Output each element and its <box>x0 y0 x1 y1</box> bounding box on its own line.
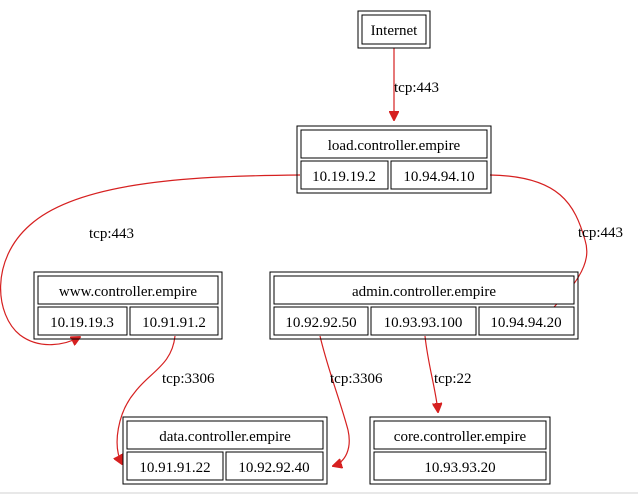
port-10-93-93-100[interactable]: 10.93.93.100 <box>370 306 477 336</box>
edge-www-to-data: tcp:3306 <box>117 335 215 464</box>
edge-line <box>117 335 176 464</box>
port-10-92-92-40[interactable]: 10.92.92.40 <box>225 451 324 481</box>
port-10-19-19-2[interactable]: 10.19.19.2 <box>300 160 389 190</box>
node-title: data.controller.empire <box>159 429 291 445</box>
port-label: 10.92.92.40 <box>238 460 309 476</box>
edge-load-to-www: tcp:443 <box>0 174 301 345</box>
node-load[interactable]: load.controller.empire 10.19.19.2 10.94.… <box>296 125 492 194</box>
edge-admin-to-data: tcp:3306 <box>319 335 383 466</box>
edge-line <box>0 174 301 345</box>
node-title: load.controller.empire <box>328 138 461 154</box>
edge-label: tcp:443 <box>89 226 134 242</box>
port-10-92-92-50[interactable]: 10.92.92.50 <box>273 306 369 336</box>
port-10-93-93-20[interactable]: 10.93.93.20 <box>373 451 547 481</box>
node-data[interactable]: data.controller.empire 10.91.91.22 10.92… <box>122 416 328 485</box>
port-label: 10.91.91.22 <box>139 460 210 476</box>
node-internet[interactable]: Internet <box>357 10 431 49</box>
port-label: 10.94.94.20 <box>490 315 561 331</box>
node-title: www.controller.empire <box>59 284 197 300</box>
node-admin[interactable]: admin.controller.empire 10.92.92.50 10.9… <box>269 271 579 340</box>
port-label: 10.91.91.2 <box>142 315 206 331</box>
port-label: 10.93.93.20 <box>424 460 495 476</box>
edge-label: tcp:22 <box>434 371 472 387</box>
edge-line <box>424 335 438 412</box>
port-10-19-19-3[interactable]: 10.19.19.3 <box>37 306 128 336</box>
port-label: 10.19.19.3 <box>50 315 114 331</box>
port-10-94-94-10[interactable]: 10.94.94.10 <box>390 160 488 190</box>
node-title: admin.controller.empire <box>352 284 496 300</box>
edge-line <box>319 335 350 466</box>
port-label: 10.19.19.2 <box>312 169 376 185</box>
port-label: 10.94.94.10 <box>403 169 474 185</box>
edges: tcp:443 tcp:443 tcp:443 tcp:3306 tcp:330… <box>0 48 623 466</box>
port-10-94-94-20[interactable]: 10.94.94.20 <box>478 306 575 336</box>
node-title: core.controller.empire <box>394 429 527 445</box>
edge-label: tcp:3306 <box>330 371 383 387</box>
port-10-91-91-22[interactable]: 10.91.91.22 <box>126 451 224 481</box>
edge-label: tcp:3306 <box>162 371 215 387</box>
edge-internet-to-load: tcp:443 <box>394 48 439 120</box>
node-core[interactable]: core.controller.empire 10.93.93.20 <box>369 416 551 485</box>
edge-admin-to-core: tcp:22 <box>424 335 472 412</box>
port-label: 10.92.92.50 <box>285 315 356 331</box>
node-title: Internet <box>371 23 418 39</box>
node-www[interactable]: www.controller.empire 10.19.19.3 10.91.9… <box>33 271 223 340</box>
edge-label: tcp:443 <box>578 225 623 241</box>
port-10-91-91-2[interactable]: 10.91.91.2 <box>129 306 219 336</box>
edge-label: tcp:443 <box>394 80 439 96</box>
port-label: 10.93.93.100 <box>384 315 463 331</box>
